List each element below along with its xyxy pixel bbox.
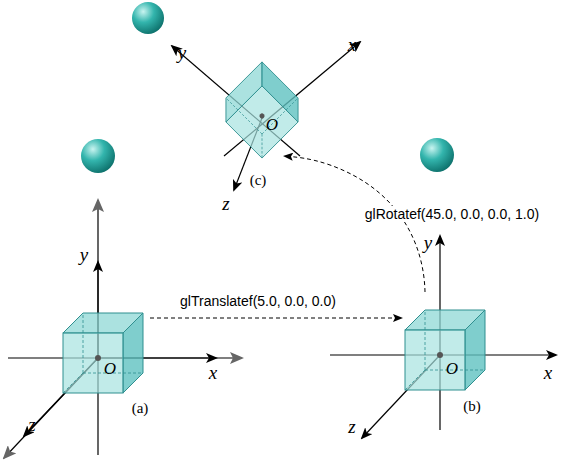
function-call: glTranslatef(5.0, 0.0, 0.0) bbox=[178, 293, 338, 309]
axis-label: z bbox=[28, 415, 35, 434]
axis-label: x bbox=[544, 363, 552, 382]
axis-label: z bbox=[348, 417, 355, 436]
figure-caption: (b) bbox=[463, 399, 481, 414]
axis-label: x bbox=[209, 363, 217, 382]
axis-label: z bbox=[222, 194, 229, 213]
origin-label: O bbox=[446, 360, 458, 377]
axis-label: y bbox=[424, 233, 432, 252]
origin-label: O bbox=[104, 360, 116, 377]
axis-label: y bbox=[80, 245, 88, 264]
origin-label: O bbox=[266, 116, 278, 133]
axis-label: x bbox=[348, 35, 356, 54]
figure-caption: (a) bbox=[132, 401, 149, 416]
figure-caption: (c) bbox=[250, 173, 267, 188]
axis-label: y bbox=[178, 43, 186, 62]
function-call: glRotatef(45.0, 0.0, 0.0, 1.0) bbox=[363, 206, 541, 222]
